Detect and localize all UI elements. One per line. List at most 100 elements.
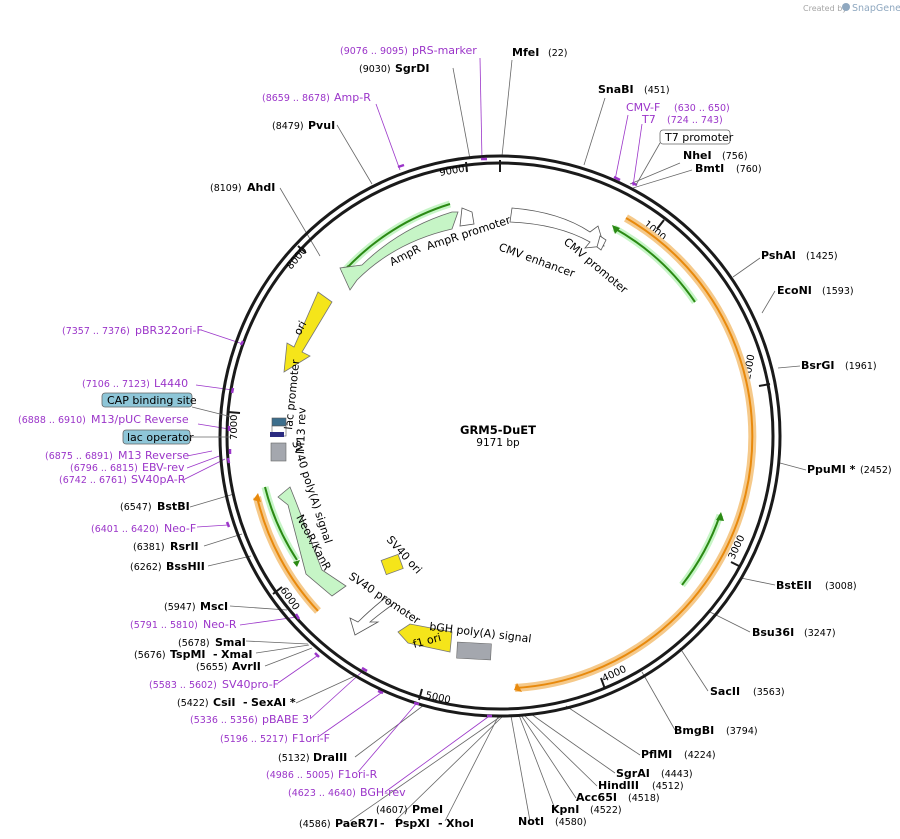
ori-arrow[interactable] bbox=[283, 291, 333, 373]
primer-f1ori-f[interactable]: F1ori-F bbox=[292, 732, 330, 745]
site-tspmi-pos: (5676) bbox=[134, 650, 166, 661]
site-xhoi[interactable]: XhoI bbox=[446, 817, 474, 830]
site-ppumi[interactable]: PpuMI * bbox=[807, 463, 856, 476]
site-draiii[interactable]: DraIII bbox=[313, 751, 347, 764]
primer-bgh-rev[interactable]: BGH-rev bbox=[360, 786, 406, 799]
site-msci[interactable]: MscI bbox=[200, 600, 228, 613]
sv40-polya-block[interactable] bbox=[270, 442, 287, 462]
site-bsu36i-pos: (3247) bbox=[804, 628, 836, 639]
ampr-arrow[interactable] bbox=[339, 211, 459, 291]
site-bsteii-pos: (3008) bbox=[825, 581, 857, 592]
primer-neo-f-range: (6401 .. 6420) bbox=[91, 524, 159, 535]
f1-ori-arrow[interactable] bbox=[397, 623, 453, 653]
site-bmgbi[interactable]: BmgBI bbox=[674, 724, 714, 737]
bp-tick-marks bbox=[227, 160, 771, 701]
site-paer7i-pos: (4586) bbox=[299, 819, 331, 830]
site-econi[interactable]: EcoNI bbox=[777, 284, 812, 297]
site-nhei-pos: (756) bbox=[722, 151, 748, 162]
label-m13-rev: M13 rev bbox=[294, 407, 309, 452]
site-tspmi[interactable]: TspMI bbox=[170, 648, 206, 661]
tick-label-8000: 8000 bbox=[285, 245, 310, 272]
cap-binding-site-callout[interactable]: CAP binding site bbox=[101, 392, 197, 408]
primer-neo-f[interactable]: Neo-F bbox=[164, 522, 196, 535]
site-bstbi[interactable]: BstBI bbox=[157, 500, 190, 513]
site-bsteii[interactable]: BstEII bbox=[776, 579, 812, 592]
primer-f1ori-r[interactable]: F1ori-R bbox=[338, 768, 378, 781]
primer-amp-r[interactable]: Amp-R bbox=[334, 91, 371, 104]
ampr-promoter-arrow[interactable] bbox=[459, 207, 475, 227]
site-sep-3: - bbox=[243, 696, 248, 709]
t7-promoter-callout[interactable]: T7 promoter bbox=[659, 129, 734, 145]
site-sexai[interactable]: SexAI * bbox=[251, 696, 296, 709]
site-acc65i[interactable]: Acc65I bbox=[576, 791, 617, 804]
primer-cmv-f-range: (630 .. 650) bbox=[674, 103, 730, 114]
site-kpni-pos: (4522) bbox=[590, 805, 622, 816]
site-avrii[interactable]: AvrII bbox=[232, 660, 261, 673]
site-sep-1: - bbox=[380, 817, 385, 830]
callout-leaders bbox=[190, 142, 661, 438]
site-sacii[interactable]: SacII bbox=[710, 685, 740, 698]
site-paer7i[interactable]: PaeR7I bbox=[335, 817, 378, 830]
site-rsrii[interactable]: RsrII bbox=[170, 540, 199, 553]
site-bsu36i[interactable]: Bsu36I bbox=[752, 626, 794, 639]
site-noti[interactable]: NotI bbox=[518, 815, 544, 828]
primer-m13-puc-reverse[interactable]: M13/pUC Reverse bbox=[91, 413, 189, 426]
primer-prs-marker-range: (9076 .. 9095) bbox=[340, 46, 408, 57]
site-hindiii[interactable]: HindIII bbox=[598, 779, 639, 792]
site-csii-pos: (5422) bbox=[177, 698, 209, 709]
primer-l4440-range: (7106 .. 7123) bbox=[82, 379, 150, 390]
green-arc-2-arrowhead bbox=[716, 512, 724, 521]
primer-prs-marker[interactable]: pRS-marker bbox=[412, 44, 477, 57]
site-econi-pos: (1593) bbox=[822, 286, 854, 297]
primer-m13-reverse[interactable]: M13 Reverse bbox=[118, 449, 189, 462]
site-bsshii[interactable]: BssHII bbox=[166, 560, 205, 573]
primer-sv40pro-f[interactable]: SV40pro-F bbox=[222, 678, 279, 691]
site-ahdi[interactable]: AhdI bbox=[247, 181, 275, 194]
primer-bgh-rev-range: (4623 .. 4640) bbox=[288, 788, 356, 799]
primer-neo-r[interactable]: Neo-R bbox=[203, 618, 237, 631]
site-mfei-pos: (22) bbox=[548, 48, 568, 59]
site-avrii-pos: (5655) bbox=[196, 662, 228, 673]
site-mfei[interactable]: MfeI bbox=[512, 46, 539, 59]
site-xmai[interactable]: XmaI bbox=[221, 648, 252, 661]
cmv-promoter-arrow[interactable] bbox=[596, 235, 607, 251]
site-sgrdi[interactable]: SgrDI bbox=[395, 62, 429, 75]
primer-ebv-rev[interactable]: EBV-rev bbox=[142, 461, 185, 474]
cmv-enhancer-arrow[interactable] bbox=[509, 207, 605, 249]
site-smai[interactable]: SmaI bbox=[215, 636, 246, 649]
site-csii[interactable]: CsiI bbox=[213, 696, 235, 709]
primer-sv40pa-r[interactable]: SV40pA-R bbox=[131, 473, 186, 486]
site-bmti-pos: (760) bbox=[736, 164, 762, 175]
sv40-ori-block[interactable] bbox=[380, 553, 404, 576]
site-nhei[interactable]: NheI bbox=[683, 149, 712, 162]
site-pshai[interactable]: PshAI bbox=[761, 249, 796, 262]
neor-arrow[interactable] bbox=[277, 486, 347, 597]
site-bmti[interactable]: BmtI bbox=[695, 162, 724, 175]
primer-pbabe3[interactable]: pBABE 3' bbox=[262, 713, 312, 726]
primer-l4440[interactable]: L4440 bbox=[154, 377, 188, 390]
primer-neo-r-range: (5791 .. 5810) bbox=[130, 620, 198, 631]
bgh-polya-block[interactable] bbox=[456, 641, 492, 661]
site-pmei[interactable]: PmeI bbox=[412, 803, 443, 816]
primer-t7[interactable]: T7 bbox=[641, 113, 656, 126]
primer-cmv-f[interactable]: CMV-F bbox=[626, 101, 660, 114]
site-sep-4: - bbox=[213, 648, 218, 661]
site-snabi[interactable]: SnaBI bbox=[598, 83, 634, 96]
green-arc-3-arrowhead bbox=[293, 560, 300, 567]
site-sgrai[interactable]: SgrAI bbox=[616, 767, 650, 780]
site-kpni[interactable]: KpnI bbox=[551, 803, 579, 816]
site-draiii-pos: (5132) bbox=[278, 753, 310, 764]
site-pspxi[interactable]: PspXI bbox=[395, 817, 430, 830]
plasmid-name: GRM5-DuET bbox=[460, 423, 536, 437]
tick-label-7000: 7000 bbox=[229, 415, 240, 440]
primer-pbr322ori-f[interactable]: pBR322ori-F bbox=[135, 324, 203, 337]
lac-operator-block[interactable] bbox=[270, 432, 284, 437]
site-pflmi[interactable]: PflMI bbox=[641, 748, 672, 761]
site-noti-pos: (4580) bbox=[555, 817, 587, 828]
site-bsrgi[interactable]: BsrGI bbox=[801, 359, 834, 372]
lac-operator-callout[interactable]: lac operator bbox=[122, 429, 194, 445]
site-pvui[interactable]: PvuI bbox=[308, 119, 335, 132]
sv40-promoter-arrow[interactable] bbox=[349, 597, 393, 636]
site-leader-lines bbox=[189, 59, 807, 822]
